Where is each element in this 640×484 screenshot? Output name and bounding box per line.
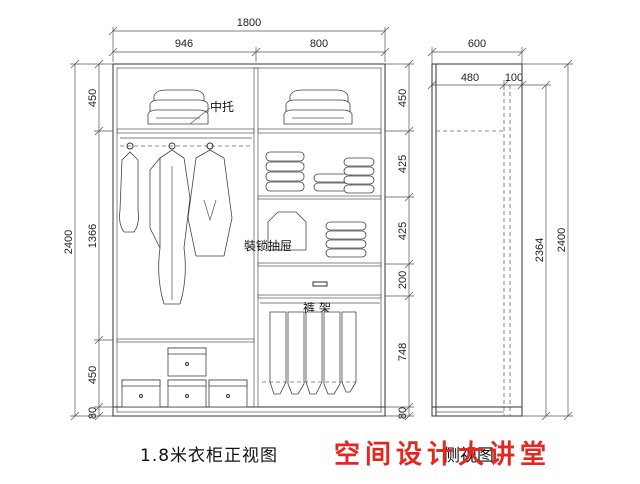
- dim-right-drawer: 200: [397, 271, 409, 289]
- dim-right-top: 450: [397, 89, 409, 107]
- drawer-handle: [312, 281, 328, 287]
- folded-clothes-right-middle: [265, 151, 375, 258]
- folded-clothes-left-top: [147, 89, 211, 125]
- dim-left-width: 946: [175, 38, 193, 50]
- folded-clothes-right-top: [283, 89, 353, 125]
- dim-left-base: 80: [87, 407, 99, 419]
- front-view: 1800 946 800: [63, 17, 414, 421]
- front-left-dimensions: 2400 450 1366 450 80: [63, 59, 113, 421]
- cabinet-frame: [112, 63, 386, 417]
- watermark-text: 空间设计大讲堂: [334, 440, 552, 470]
- dim-side-inner-depth: 480: [461, 72, 479, 84]
- front-view-caption: 1.8米衣柜正视图: [140, 446, 279, 466]
- label-pants-rack: 裤 架: [303, 301, 331, 315]
- dim-right-width: 800: [310, 38, 328, 50]
- dim-left-top: 450: [87, 89, 99, 107]
- dim-left-bottom: 450: [87, 366, 99, 384]
- side-view: 600 480 100 2364 2400: [427, 38, 573, 421]
- dim-right-base: 80: [397, 407, 409, 419]
- side-right-dimensions: 2364 2400: [522, 59, 573, 421]
- label-drawer: 裝锁抽屉: [244, 238, 292, 253]
- dim-hanging-height: 1366: [87, 224, 99, 248]
- dim-side-inner-height: 2364: [534, 238, 546, 262]
- dim-total-width: 1800: [237, 17, 261, 29]
- pants-rack: [262, 311, 357, 395]
- dim-right-shelf-2: 425: [397, 222, 409, 240]
- dim-total-height: 2400: [63, 230, 75, 254]
- front-right-dimensions: 450 425 425 200 748 80: [385, 59, 414, 421]
- side-cabinet: [431, 63, 523, 417]
- front-top-dimensions: 1800 946 800: [108, 17, 390, 62]
- dim-side-depth: 600: [468, 38, 486, 50]
- side-view-caption: 侧视图: [443, 446, 494, 466]
- dim-side-door-depth: 100: [505, 72, 523, 84]
- dim-right-pants: 748: [397, 343, 409, 361]
- dim-side-total-height: 2400: [556, 228, 568, 252]
- dim-right-shelf-1: 425: [397, 155, 409, 173]
- storage-boxes: [121, 347, 248, 408]
- hanging-clothes: [119, 142, 252, 305]
- label-middle-shelf: 中托: [210, 99, 234, 114]
